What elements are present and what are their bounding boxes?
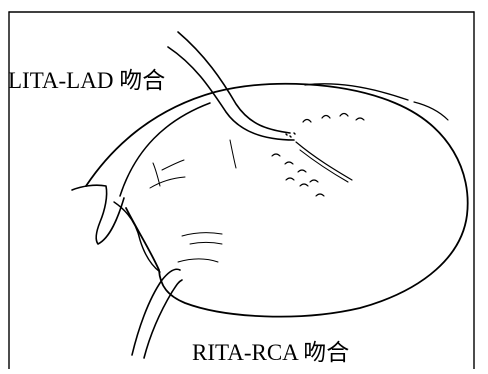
- rita-graft-right: [144, 280, 182, 358]
- heart-outer-contour: [120, 103, 210, 196]
- heart-outer-dash: [414, 102, 448, 120]
- surface-texture: [150, 140, 236, 262]
- atrial-inner: [114, 202, 160, 272]
- rita-graft-left: [132, 269, 180, 355]
- lad-vessel-2: [300, 150, 348, 182]
- suture-marks: [272, 114, 364, 197]
- rita-rca-label: RITA-RCA 吻合: [192, 341, 349, 364]
- lad-vessel: [296, 142, 352, 180]
- atrial-appendage: [72, 185, 124, 244]
- lita-graft-upper: [178, 32, 290, 133]
- lita-graft-lower: [168, 47, 294, 140]
- lita-lad-label: LITA-LAD 吻合: [8, 69, 165, 92]
- heart-outline: [86, 84, 468, 317]
